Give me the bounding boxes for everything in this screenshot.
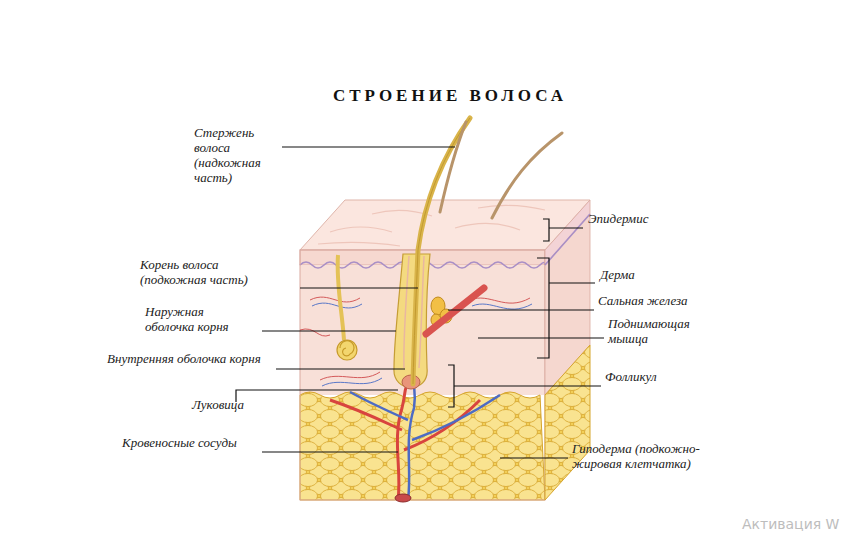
part-label: Поднимающая мышца xyxy=(608,317,718,347)
part-label: Наружная оболочка корня xyxy=(145,305,255,335)
part-label: Стержень волоса (надкожная часть) xyxy=(194,126,284,186)
part-label: Луковица xyxy=(192,398,244,413)
part-label: Корень волоса (подкожная часть) xyxy=(140,258,265,288)
part-label: Сальная железа xyxy=(598,294,688,309)
watermark: Активация W xyxy=(742,516,839,532)
part-label: Гиподерма (подкожно-жировая клетчатка) xyxy=(572,442,722,472)
diagram-title: СТРОЕНИЕ ВОЛОСА xyxy=(280,86,620,106)
part-label: Кровеносные сосуды xyxy=(122,436,237,451)
part-label: Дерма xyxy=(600,268,635,283)
part-label: Фолликул xyxy=(605,370,657,385)
part-label: Эпидермис xyxy=(588,212,648,227)
part-label: Внутренняя оболочка корня xyxy=(107,352,267,367)
